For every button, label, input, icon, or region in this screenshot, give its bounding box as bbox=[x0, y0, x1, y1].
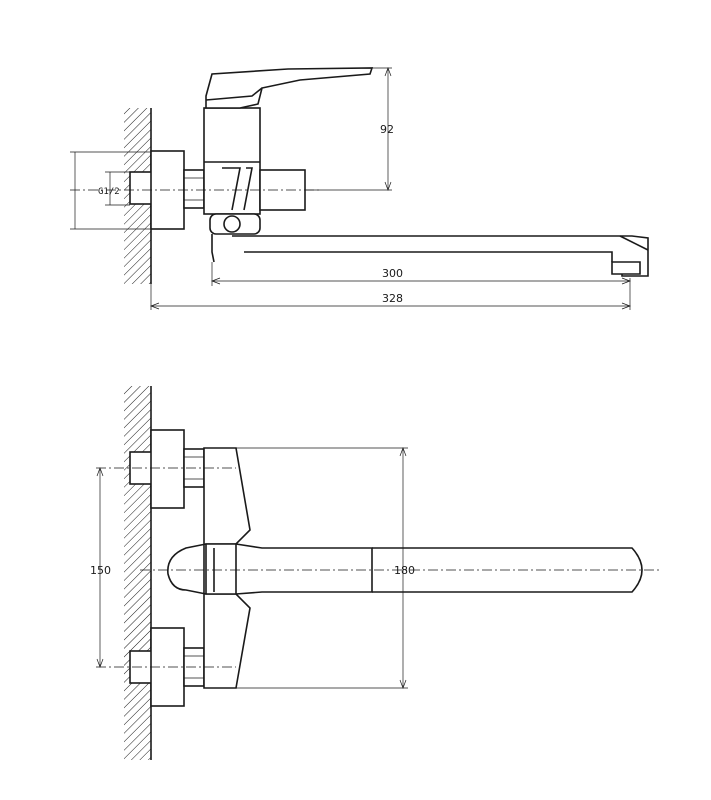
side-outlet-hole bbox=[223, 215, 241, 233]
top-wall-hatch bbox=[124, 386, 151, 760]
dim-300-label: 300 bbox=[382, 267, 403, 280]
top-upper-flange bbox=[150, 429, 185, 509]
thread-label: G1/2 bbox=[98, 187, 120, 197]
side-spout bbox=[211, 234, 649, 277]
side-mixer-body bbox=[203, 107, 261, 215]
side-connector-pipe bbox=[129, 171, 153, 205]
dim-180-label: 180 bbox=[394, 564, 415, 577]
side-handle-lever bbox=[205, 67, 374, 109]
side-view: G1/2 92 300 328 bbox=[70, 67, 649, 310]
top-view: 150 180 bbox=[90, 386, 662, 760]
side-aerator bbox=[611, 261, 641, 275]
dim-150-label: 150 bbox=[90, 564, 111, 577]
top-spout bbox=[372, 547, 643, 593]
top-mixer-body bbox=[167, 447, 251, 689]
side-outlet-ring bbox=[209, 213, 261, 235]
top-handle bbox=[205, 543, 373, 595]
dim-328-label: 328 bbox=[382, 292, 403, 305]
dim-92-label: 92 bbox=[380, 123, 394, 136]
side-nut bbox=[183, 169, 205, 209]
